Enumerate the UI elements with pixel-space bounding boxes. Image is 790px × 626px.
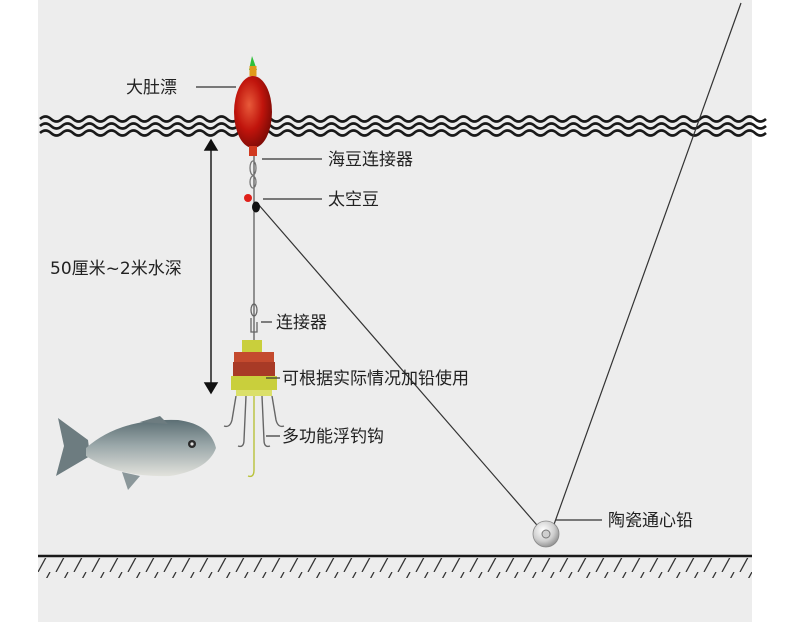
- wave-line-icon: [39, 115, 767, 137]
- float-icon: [234, 56, 272, 156]
- main-line: [551, 2, 742, 531]
- sinker-icon: [532, 520, 560, 548]
- label-lead-note: 可根据实际情况加铅使用: [282, 368, 469, 389]
- background-panel: [38, 0, 752, 622]
- space-bean-icon: [244, 194, 260, 213]
- bait-lead-icon: [231, 340, 277, 396]
- label-hook: 多功能浮钓钩: [282, 427, 384, 447]
- bottom-line: [257, 203, 544, 533]
- label-sinker: 陶瓷通心铅: [608, 511, 693, 531]
- bean-connector-icon: [249, 160, 257, 189]
- hook-icon: [223, 395, 285, 478]
- label-depth: 50厘米~2米水深: [50, 259, 182, 279]
- connector-icon: [250, 303, 258, 333]
- label-float: 大肚漂: [126, 78, 177, 98]
- depth-arrow-icon: [203, 138, 219, 395]
- fish-icon: [56, 416, 216, 490]
- label-connector: 连接器: [276, 313, 327, 333]
- label-bean-connector: 海豆连接器: [328, 150, 413, 170]
- label-space-bean: 太空豆: [328, 190, 379, 210]
- ground: [38, 554, 752, 578]
- leader-lines: [196, 86, 602, 521]
